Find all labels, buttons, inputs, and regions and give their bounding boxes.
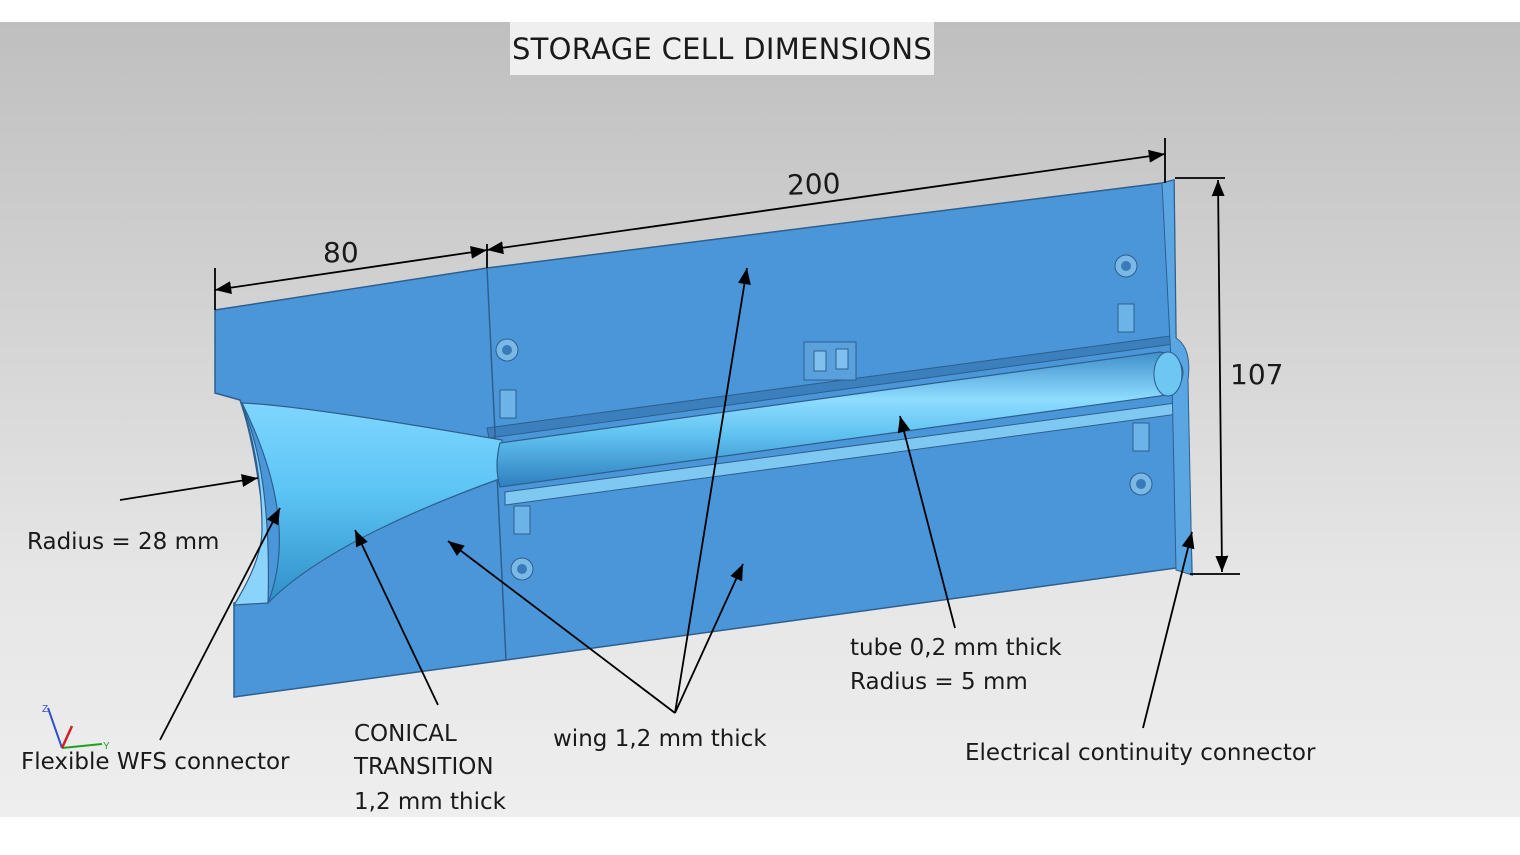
tube-label-line1: tube 0,2 mm thick (850, 635, 1062, 661)
wing-label: wing 1,2 mm thick (553, 726, 767, 752)
dimension-200: 200 (786, 167, 842, 202)
clip (499, 389, 517, 419)
svg-text:Y: Y (103, 741, 110, 752)
entry-ring (232, 399, 270, 606)
clip (513, 505, 531, 535)
axis-triad: Z Y (42, 704, 110, 752)
screw (1114, 254, 1138, 278)
screw (495, 338, 519, 362)
dimension-lines (214, 138, 1240, 575)
conical-label-line2: TRANSITION (354, 754, 494, 780)
wfs-connector-label: Flexible WFS connector (21, 749, 290, 775)
electrical-connector-label: Electrical continuity connector (965, 740, 1316, 766)
radius-entry-label: Radius = 28 mm (27, 529, 220, 555)
leader-lines (119, 267, 1195, 741)
dimension-107: 107 (1230, 358, 1284, 391)
conical-label-line1: CONICAL (354, 721, 457, 747)
conical-label-line3: 1,2 mm thick (354, 789, 506, 815)
screw (1129, 472, 1153, 496)
svg-text:Z: Z (42, 704, 48, 715)
screw (510, 557, 534, 581)
tube-end (1153, 351, 1183, 397)
dimension-80: 80 (323, 236, 359, 269)
clip (1132, 422, 1150, 452)
clip (1117, 303, 1135, 333)
diagram-title: STORAGE CELL DIMENSIONS (510, 22, 934, 75)
tube-label-line2: Radius = 5 mm (850, 669, 1028, 695)
